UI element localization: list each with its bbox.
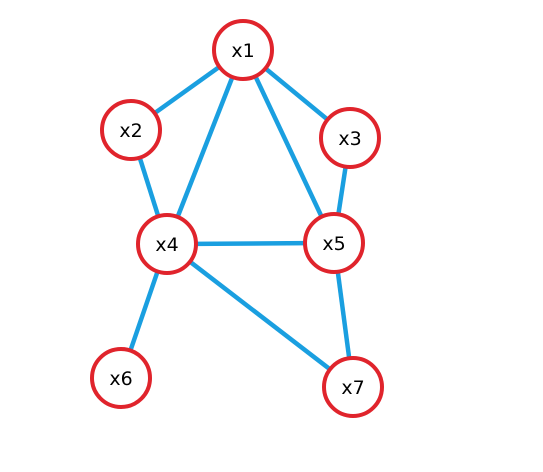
node-circle-x5 (303, 212, 365, 274)
edge-x2-x4 (137, 156, 161, 218)
node-x2: x2 (100, 99, 162, 161)
node-x3: x3 (319, 107, 381, 169)
node-circle-x2 (100, 99, 162, 161)
node-circle-x7 (322, 356, 384, 418)
edge-x1-x2 (153, 65, 221, 115)
node-x1: x1 (212, 19, 274, 81)
nodes-layer: x1 x2 x3 x4 x5 x6 x7 (90, 19, 384, 418)
node-label-x3: x3 (338, 128, 361, 150)
node-circle-x4 (136, 213, 198, 275)
node-circle-x1 (212, 19, 274, 81)
edge-x4-x6 (128, 270, 160, 352)
edge-x1-x4 (175, 76, 235, 218)
edge-x1-x3 (263, 66, 330, 122)
node-x7: x7 (322, 356, 384, 418)
node-label-x2: x2 (119, 120, 142, 142)
edge-x1-x5 (253, 75, 324, 218)
edge-x4-x7 (188, 259, 332, 372)
node-label-x5: x5 (322, 233, 345, 255)
node-x4: x4 (136, 213, 198, 275)
node-label-x6: x6 (109, 368, 132, 390)
node-circle-x3 (319, 107, 381, 169)
edges-layer (128, 65, 352, 372)
node-label-x1: x1 (231, 40, 254, 62)
node-label-x4: x4 (155, 234, 178, 256)
node-label-x7: x7 (341, 377, 364, 399)
node-x5: x5 (303, 212, 365, 274)
edge-x3-x5 (336, 166, 348, 215)
node-x6: x6 (90, 347, 152, 409)
node-circle-x6 (90, 347, 152, 409)
edge-x4-x5 (195, 240, 306, 247)
edge-x5-x7 (335, 271, 352, 359)
